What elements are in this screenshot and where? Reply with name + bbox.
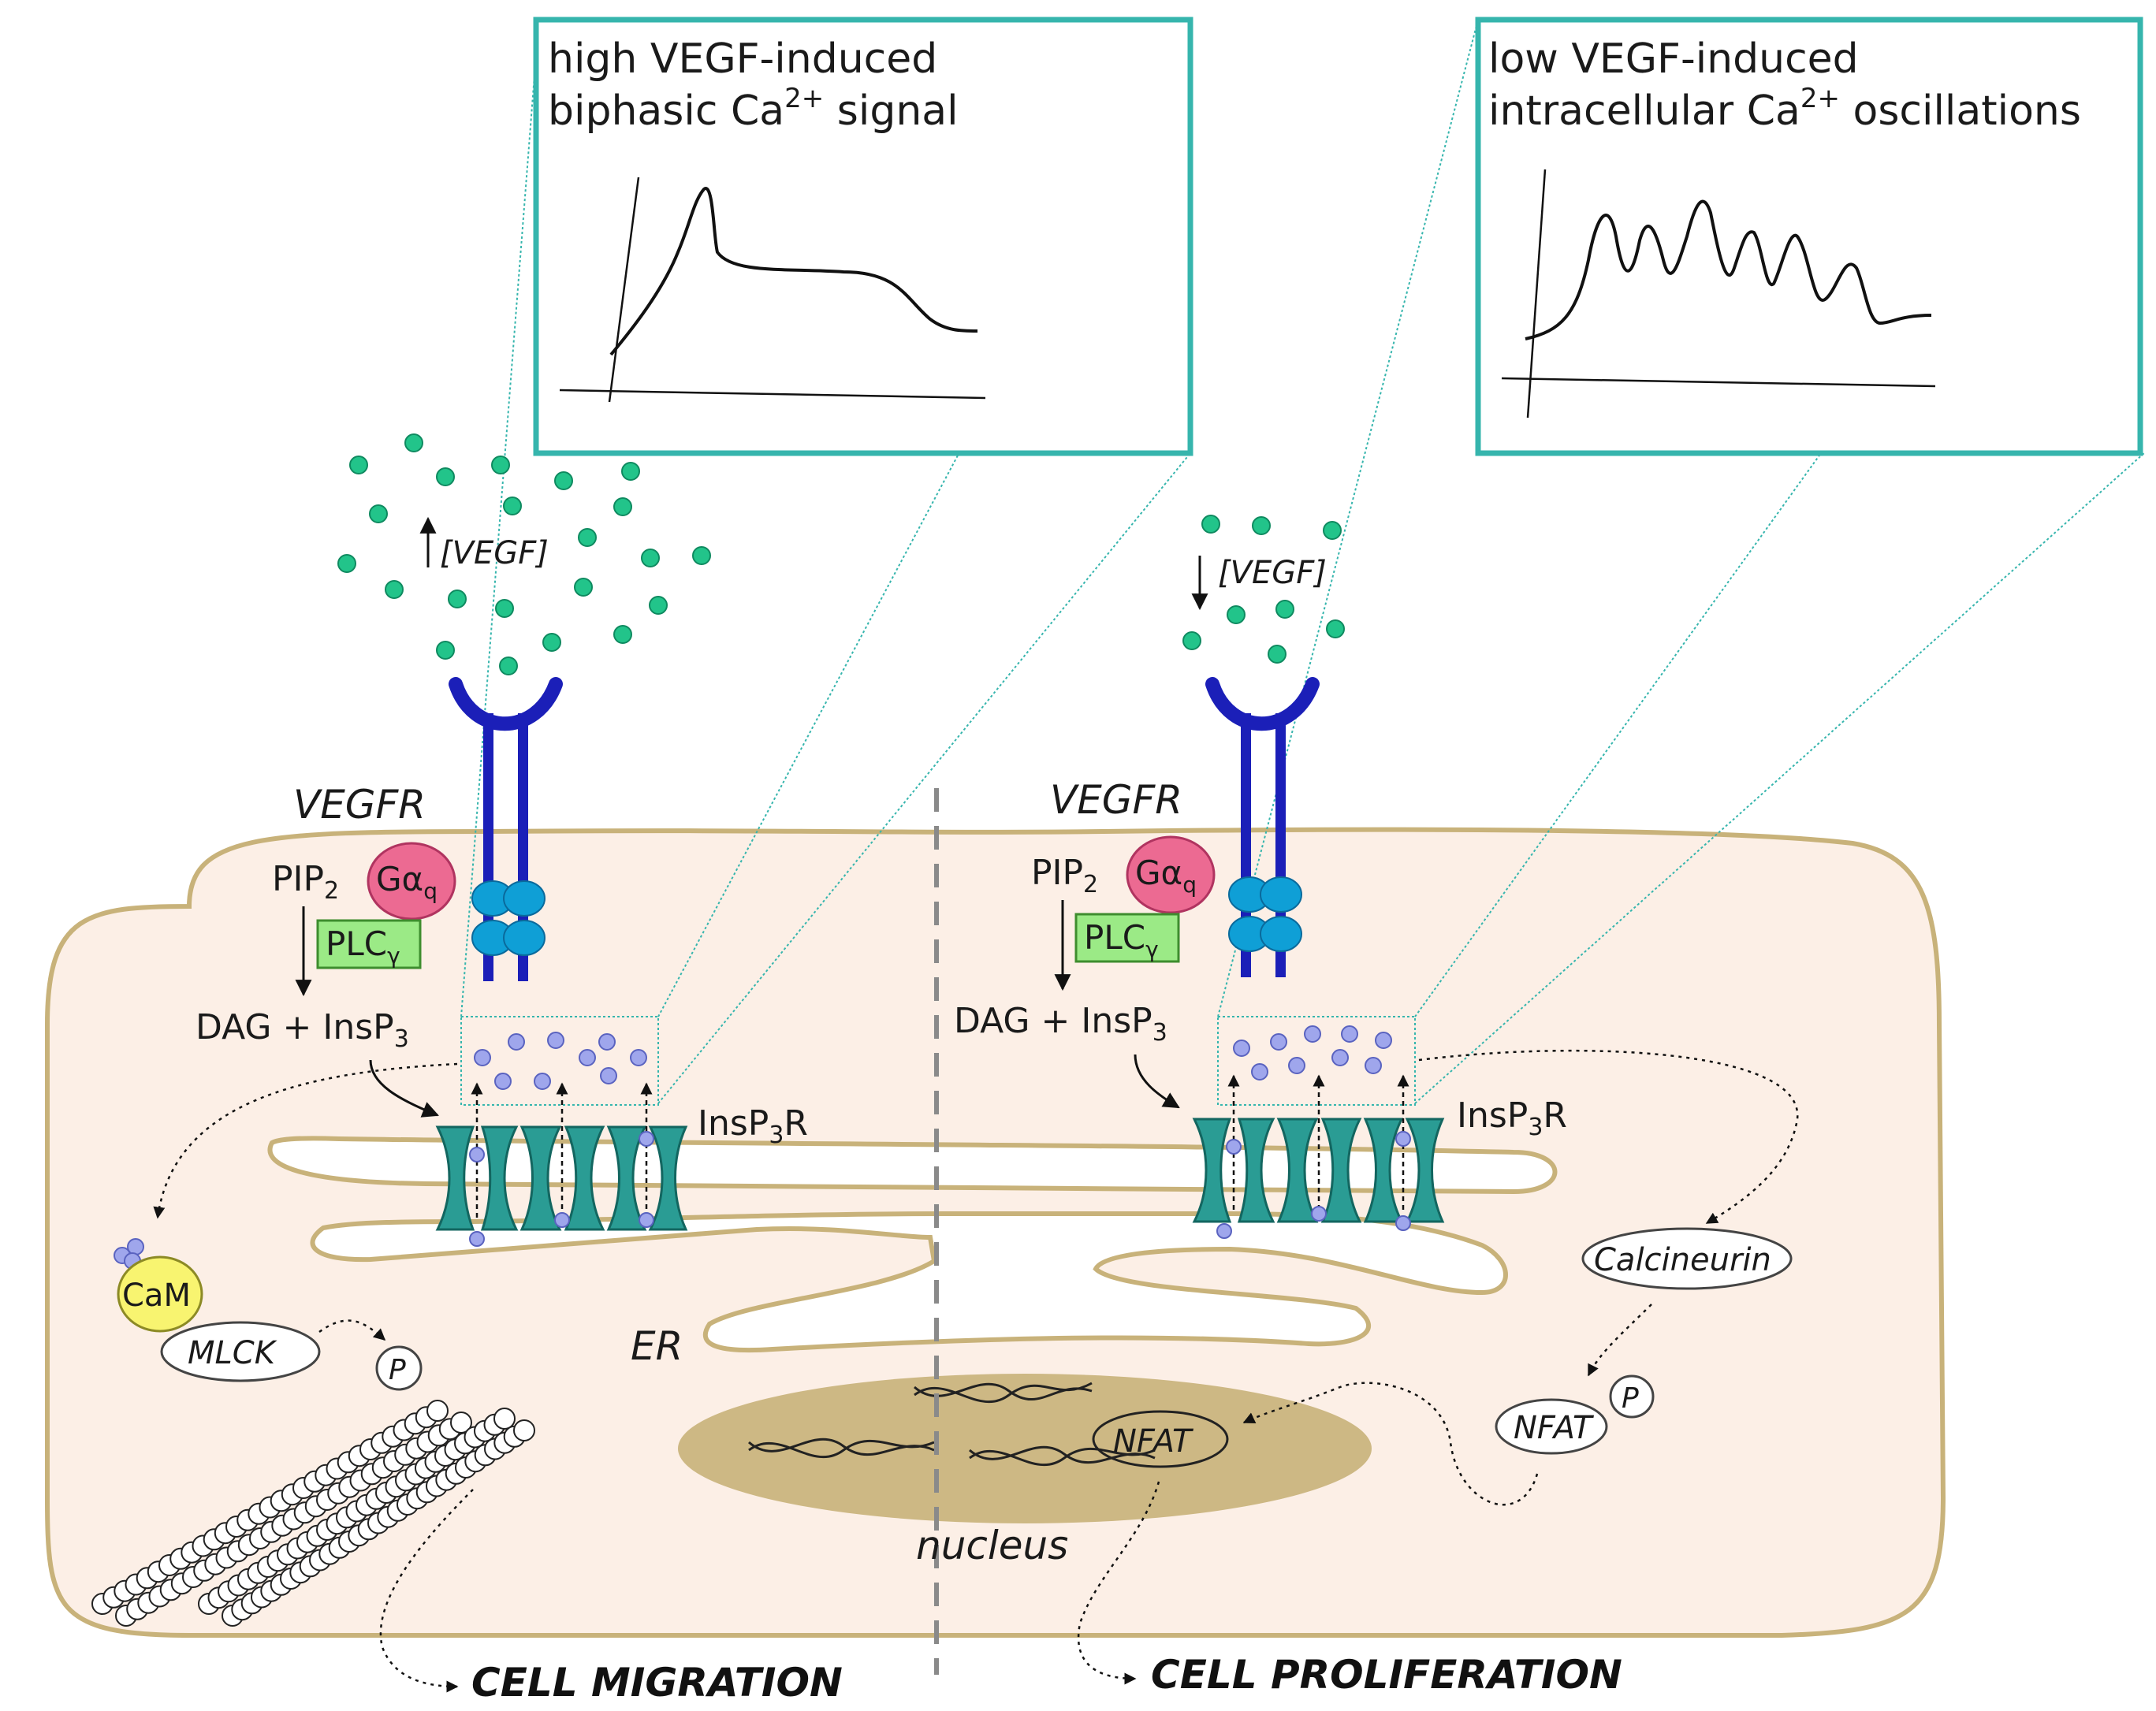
dna-helix bbox=[748, 1382, 1156, 1467]
high-vegf-panel bbox=[533, 17, 1193, 456]
plc-box-left bbox=[316, 919, 422, 969]
cam-bound-calcium bbox=[114, 1238, 144, 1270]
phospho-nfat-badge bbox=[1609, 1374, 1655, 1419]
vegfr-receptor-right bbox=[1205, 677, 1320, 977]
dag-to-channel-arrow-right bbox=[1134, 1054, 1180, 1109]
gaq-protein-right bbox=[1126, 835, 1216, 914]
high-plot-x-axis bbox=[559, 389, 986, 400]
phospho-myosin-badge bbox=[375, 1345, 423, 1391]
nfat-nucleus-label: NFAT bbox=[1113, 1423, 1194, 1460]
low-vegf-panel bbox=[1475, 17, 2143, 456]
insp3r-label-right: InsP3R bbox=[1457, 1095, 1567, 1141]
cell-proliferation-label: CELL PROLIFERATION bbox=[1151, 1652, 1622, 1698]
high-plot-y-axis bbox=[608, 177, 640, 403]
calcium-release-zone-right bbox=[1217, 1016, 1416, 1106]
cell-migration-label: CELL MIGRATION bbox=[471, 1660, 843, 1705]
dag-insp3-label-right: DAG + InsP3 bbox=[954, 1001, 1167, 1047]
gaq-protein-left bbox=[367, 842, 456, 921]
high-panel-title-line2: biphasic Ca2+ signal bbox=[548, 83, 959, 135]
calcium-ions-right bbox=[1233, 1025, 1392, 1081]
ca-to-cam-arrow bbox=[153, 1062, 458, 1219]
vegfr-label-right: VEGFR bbox=[1050, 777, 1182, 823]
er-label: ER bbox=[631, 1323, 683, 1369]
dag-insp3-label-left: DAG + InsP3 bbox=[195, 1007, 409, 1053]
myosin-bead bbox=[513, 1419, 535, 1441]
low-plot-x-axis bbox=[1501, 377, 1936, 388]
insp3r-channels-right bbox=[1192, 1118, 1445, 1223]
insp3r-channels-left bbox=[435, 1125, 688, 1231]
high-biphasic-trace bbox=[609, 187, 978, 356]
nfat-phosphorylated bbox=[1495, 1398, 1608, 1455]
nucleus bbox=[678, 1374, 1372, 1523]
vegfr-receptor-left bbox=[449, 677, 563, 981]
channel-ca-ions-left bbox=[469, 1131, 654, 1247]
cam-label: CaM bbox=[122, 1278, 191, 1314]
plc-box-right bbox=[1074, 913, 1180, 963]
ca-to-calcineurin-arrow bbox=[1418, 1049, 1799, 1225]
phospho-label-left: P bbox=[389, 1354, 406, 1386]
low-ca-signal-plot bbox=[1501, 169, 1936, 418]
calcineurin-enzyme bbox=[1581, 1227, 1793, 1290]
low-panel-title-line2: intracellular Ca2+ oscillations bbox=[1488, 83, 2081, 135]
vegf-conc-high-label: [VEGF] bbox=[440, 535, 549, 571]
mlck-enzyme bbox=[160, 1321, 321, 1382]
myosin-bead bbox=[426, 1400, 449, 1422]
calcium-release-zone-left bbox=[460, 1016, 659, 1106]
insp3r-label-left: InsP3R bbox=[698, 1103, 808, 1149]
mlck-label: MLCK bbox=[188, 1335, 277, 1371]
pip2-label-right: PIP2 bbox=[1031, 853, 1098, 898]
gaq-label-left: Gαq bbox=[376, 860, 438, 904]
phospho-label-right: P bbox=[1622, 1382, 1639, 1415]
cam-protein bbox=[117, 1255, 203, 1333]
high-ca-signal-plot bbox=[559, 177, 986, 403]
nucleus-label: nucleus bbox=[916, 1523, 1068, 1568]
mlck-to-p-arrow bbox=[318, 1319, 386, 1341]
low-oscillation-trace bbox=[1525, 199, 1932, 340]
myosin-to-migration-arrow bbox=[379, 1489, 474, 1693]
nfat-translocation-arrow bbox=[1242, 1382, 1539, 1506]
nfat-p-label: NFAT bbox=[1514, 1410, 1595, 1446]
calcium-ions-left bbox=[474, 1032, 647, 1090]
myosin-filaments bbox=[91, 1400, 535, 1627]
vegf-molecules-high bbox=[337, 433, 711, 675]
nfat-to-proliferation-arrow bbox=[1077, 1481, 1160, 1685]
myosin-bead bbox=[450, 1412, 472, 1434]
vegfr-label-left: VEGFR bbox=[293, 782, 426, 828]
plc-label-left: PLCγ bbox=[326, 924, 400, 969]
low-panel-title-line1: low VEGF-induced bbox=[1488, 35, 1859, 83]
vegf-conc-low-label: [VEGF] bbox=[1218, 555, 1327, 591]
channel-ca-ions-right bbox=[1216, 1131, 1411, 1239]
pip2-label-left: PIP2 bbox=[272, 859, 339, 905]
high-panel-title-line1: high VEGF-induced bbox=[548, 35, 937, 83]
calcineurin-label: Calcineurin bbox=[1594, 1242, 1771, 1278]
plc-label-right: PLCγ bbox=[1084, 918, 1159, 962]
vegf-molecules-low bbox=[1182, 515, 1345, 664]
nfat-nuclear bbox=[1092, 1410, 1229, 1468]
low-plot-y-axis bbox=[1526, 169, 1547, 418]
dag-to-channel-arrow-left bbox=[369, 1059, 439, 1118]
gaq-label-right: Gαq bbox=[1135, 854, 1197, 898]
myosin-bead bbox=[493, 1408, 516, 1430]
